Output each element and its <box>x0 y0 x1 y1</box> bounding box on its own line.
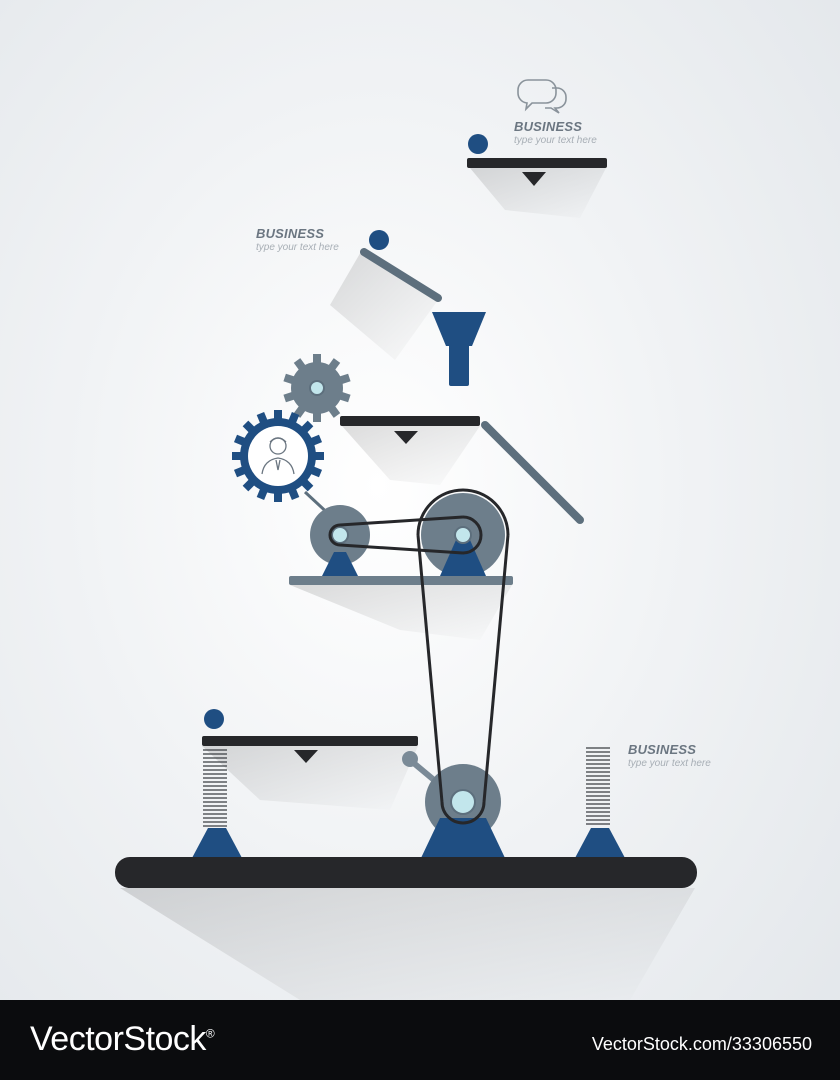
image-id: VectorStock.com/33306550 <box>591 1034 812 1054</box>
funnel-icon <box>432 312 486 386</box>
person-icon <box>261 437 295 475</box>
watermark-footer: VectorStock® VectorStock.com/33306550 <box>0 1000 840 1080</box>
small-belt <box>328 515 483 555</box>
brand-name: VectorStock <box>30 1020 206 1058</box>
gear-icon <box>283 354 351 422</box>
spring-icon <box>586 747 610 825</box>
business-subtitle: type your text here <box>256 241 339 253</box>
middle-shelf-pointer <box>394 431 418 444</box>
tilted-ramp <box>360 248 442 302</box>
left-spring-base <box>192 828 242 858</box>
shadow-top-shelf <box>470 168 606 218</box>
business-label: BUSINESS type your text here <box>514 119 597 146</box>
lower-shelf <box>202 736 418 746</box>
business-label: BUSINESS type your text here <box>628 742 711 769</box>
speech-bubbles-icon <box>517 79 567 114</box>
business-title: BUSINESS <box>628 742 697 757</box>
middle-shelf <box>340 416 480 426</box>
shadow-base <box>120 888 695 1000</box>
lower-shelf-pointer <box>294 750 318 763</box>
lower-ball <box>204 709 224 729</box>
ramp-ball <box>369 230 389 250</box>
business-subtitle: type your text here <box>628 757 711 769</box>
pulley-icon <box>421 764 505 858</box>
pulley-icon <box>310 505 370 576</box>
base-platform <box>115 857 697 888</box>
top-shelf <box>467 158 607 168</box>
infographic-scene <box>115 79 697 1000</box>
roof-bar <box>481 421 584 524</box>
top-shelf-pointer <box>522 172 546 186</box>
shadow-middle-shelf <box>342 426 480 485</box>
business-title: BUSINESS <box>514 119 583 134</box>
machine-deck <box>289 576 513 585</box>
spring-icon <box>203 749 227 827</box>
shadow-lower-shelf <box>202 746 418 810</box>
business-subtitle: type your text here <box>514 134 597 146</box>
shadow-tilted-bar <box>330 250 438 360</box>
gear-icon <box>232 410 324 502</box>
brand-mark: ® <box>205 1026 215 1041</box>
shadow-machine-deck <box>290 585 512 640</box>
business-label: BUSINESS type your text here <box>256 226 339 253</box>
pulley-icon <box>421 493 505 577</box>
top-ball <box>468 134 488 154</box>
machine-illustration <box>115 79 697 1000</box>
crank-knob <box>402 751 418 767</box>
long-belt <box>416 488 510 825</box>
brand-logo: VectorStock® <box>30 1020 215 1059</box>
right-spring-base <box>575 828 625 858</box>
business-title: BUSINESS <box>256 226 325 241</box>
